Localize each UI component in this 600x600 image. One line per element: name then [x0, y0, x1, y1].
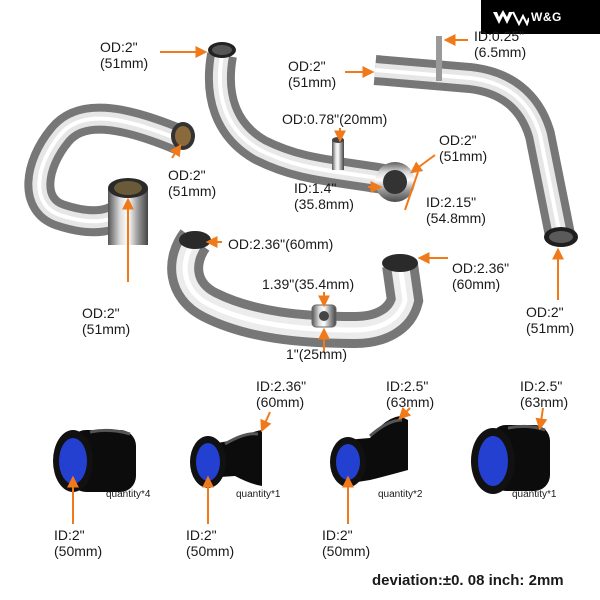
label-line: (35.8mm) — [294, 196, 354, 212]
label-line: (51mm) — [288, 74, 337, 90]
label-line: (60mm) — [452, 276, 501, 292]
label-u-pipe-bottom-od: OD:2" (51mm) — [82, 305, 130, 337]
logo-icon — [493, 10, 529, 26]
label-bung-1: 1"(25mm) — [286, 346, 347, 362]
label-id-215: ID:2.15" (54.8mm) — [426, 194, 486, 226]
label-line: (6.5mm) — [474, 44, 527, 60]
logo-text: W&G — [531, 10, 562, 24]
label-line: (51mm) — [168, 183, 217, 199]
label-line: 1.39"(35.4mm) — [262, 276, 355, 292]
label-line: (51mm) — [439, 148, 488, 164]
hose-2-bottom-label: ID:2" (50mm) — [186, 527, 234, 559]
label-line: ID:2.36" — [256, 378, 307, 394]
label-line: OD:2" — [288, 58, 326, 74]
brand-logo: W&G — [481, 0, 600, 34]
deviation-note: deviation:±0. 08 inch: 2mm — [372, 572, 564, 589]
label-line: (51mm) — [100, 55, 149, 71]
label-right-pipe-bottom-od: OD:2" (51mm) — [526, 304, 574, 336]
label-line: OD:2" — [439, 132, 477, 148]
right-pipe — [373, 36, 578, 247]
j-pipe — [167, 229, 424, 349]
label-line: (51mm) — [82, 321, 131, 337]
label-u-pipe-od: OD:2" (51mm) — [168, 167, 216, 199]
dimension-arrows — [67, 34, 564, 524]
label-line: (63mm) — [386, 394, 435, 410]
label-line: OD:2" — [82, 305, 120, 321]
label-line: ID:2" — [322, 527, 353, 543]
label-line: OD:0.78"(20mm) — [282, 111, 388, 127]
hose-4-quantity: quantity*1 — [512, 489, 557, 500]
label-line: OD:2.36" — [452, 260, 510, 276]
u-pipe — [24, 103, 195, 245]
label-line: (63mm) — [520, 394, 569, 410]
label-line: OD:2.36"(60mm) — [228, 236, 334, 252]
hose-3-bottom-label: ID:2" (50mm) — [322, 527, 370, 559]
label-line: (51mm) — [526, 320, 575, 336]
label-s-pipe-od: OD:2" (51mm) — [288, 58, 336, 90]
label-line: ID:0.25" — [474, 28, 525, 44]
label-j-pipe-od-right: OD:2.36" (60mm) — [452, 260, 509, 292]
label-od-078: OD:0.78"(20mm) — [282, 111, 387, 127]
hose-3 — [330, 416, 408, 487]
label-od-2-right: OD:2" (51mm) — [439, 132, 487, 164]
label-line: 1"(25mm) — [286, 346, 347, 362]
hose-4 — [471, 424, 550, 494]
label-line: ID:2.5" — [386, 378, 429, 394]
label-bung-139: 1.39"(35.4mm) — [262, 276, 354, 292]
label-line: ID:2.15" — [426, 194, 477, 210]
label-line: (50mm) — [186, 543, 235, 559]
label-top-left-od: OD:2" (51mm) — [100, 39, 148, 71]
hose-3-top-label: ID:2.5" (63mm) — [386, 378, 434, 410]
label-line: ID:1.4" — [294, 180, 337, 196]
label-id-14: ID:1.4" (35.8mm) — [294, 180, 354, 212]
label-line: (50mm) — [322, 543, 371, 559]
label-line: ID:2" — [186, 527, 217, 543]
label-line: OD:2" — [168, 167, 206, 183]
hose-2-top-label: ID:2.36" (60mm) — [256, 378, 306, 410]
label-line: (60mm) — [256, 394, 305, 410]
hose-3-quantity: quantity*2 — [378, 489, 423, 500]
label-line: (50mm) — [54, 543, 103, 559]
label-line: (54.8mm) — [426, 210, 486, 226]
hose-1-quantity: quantity*4 — [106, 489, 151, 500]
label-line: OD:2" — [526, 304, 564, 320]
label-line: OD:2" — [100, 39, 138, 55]
label-j-pipe-od-left: OD:2.36"(60mm) — [228, 236, 333, 252]
hose-2-quantity: quantity*1 — [236, 489, 281, 500]
hose-1-bottom-label: ID:2" (50mm) — [54, 527, 102, 559]
label-line: ID:2" — [54, 527, 85, 543]
hose-1 — [53, 428, 136, 492]
label-right-top-id: ID:0.25" (6.5mm) — [474, 28, 526, 60]
hose-2 — [190, 430, 262, 488]
hose-4-top-label: ID:2.5" (63mm) — [520, 378, 568, 410]
label-line: ID:2.5" — [520, 378, 563, 394]
